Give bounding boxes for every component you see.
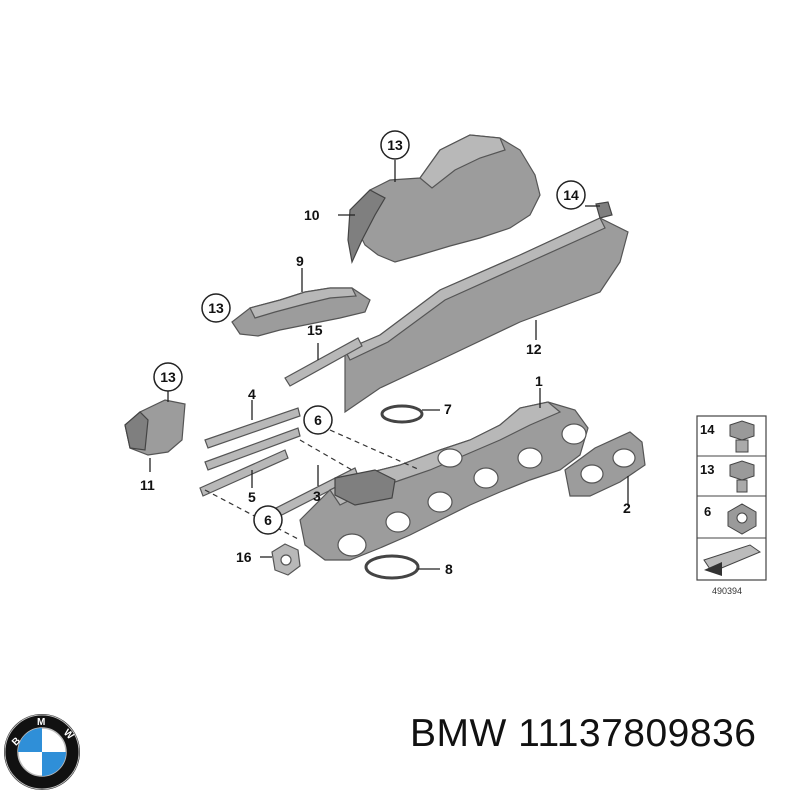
legend-num-14: 14 <box>700 422 715 437</box>
svg-text:13: 13 <box>387 137 403 153</box>
svg-text:13: 13 <box>208 300 224 316</box>
label-5: 5 <box>248 489 256 505</box>
fastener-legend: 14 13 6 <box>696 415 767 581</box>
diagram-code: 490394 <box>712 586 742 596</box>
label-1: 1 <box>535 373 543 389</box>
legend-num-13: 13 <box>700 462 714 477</box>
heat-shield-upper <box>347 134 541 264</box>
label-10: 10 <box>304 207 320 223</box>
label-9: 9 <box>296 253 304 269</box>
svg-text:14: 14 <box>563 187 579 203</box>
nut-icon <box>727 503 757 535</box>
exhaust-manifold <box>299 401 589 561</box>
small-gasket <box>271 543 301 576</box>
callout-14: 14 <box>556 180 586 210</box>
callout-13-left: 13 <box>153 362 183 392</box>
callout-13-mid: 13 <box>201 293 231 323</box>
label-12: 12 <box>526 341 542 357</box>
heat-shield-plate <box>344 201 629 414</box>
bolt-icon <box>729 460 755 493</box>
svg-text:6: 6 <box>264 512 272 528</box>
label-2: 2 <box>623 500 631 516</box>
label-7: 7 <box>444 401 452 417</box>
callout-6-upper: 6 <box>303 405 333 435</box>
manifold-gasket <box>564 431 646 497</box>
label-8: 8 <box>445 561 453 577</box>
label-15: 15 <box>307 322 323 338</box>
small-heat-shield <box>231 287 371 337</box>
bmw-logo: B M W <box>4 714 80 790</box>
bolt-flange-icon <box>729 420 755 453</box>
label-3: 3 <box>313 488 321 504</box>
label-4: 4 <box>248 386 256 402</box>
svg-text:M: M <box>37 717 45 728</box>
label-11: 11 <box>140 477 155 493</box>
callout-6-lower: 6 <box>253 505 283 535</box>
svg-text:13: 13 <box>160 369 176 385</box>
sealing-ring-lower <box>364 554 420 580</box>
legend-num-6: 6 <box>704 504 711 519</box>
sealing-ring-upper <box>380 404 424 424</box>
svg-text:6: 6 <box>314 412 322 428</box>
label-16: 16 <box>236 549 252 565</box>
part-number-caption: BMW 11137809836 <box>410 712 757 755</box>
callout-13-top: 13 <box>380 130 410 160</box>
gasket-arrow-icon <box>703 544 762 576</box>
bracket <box>124 399 186 456</box>
